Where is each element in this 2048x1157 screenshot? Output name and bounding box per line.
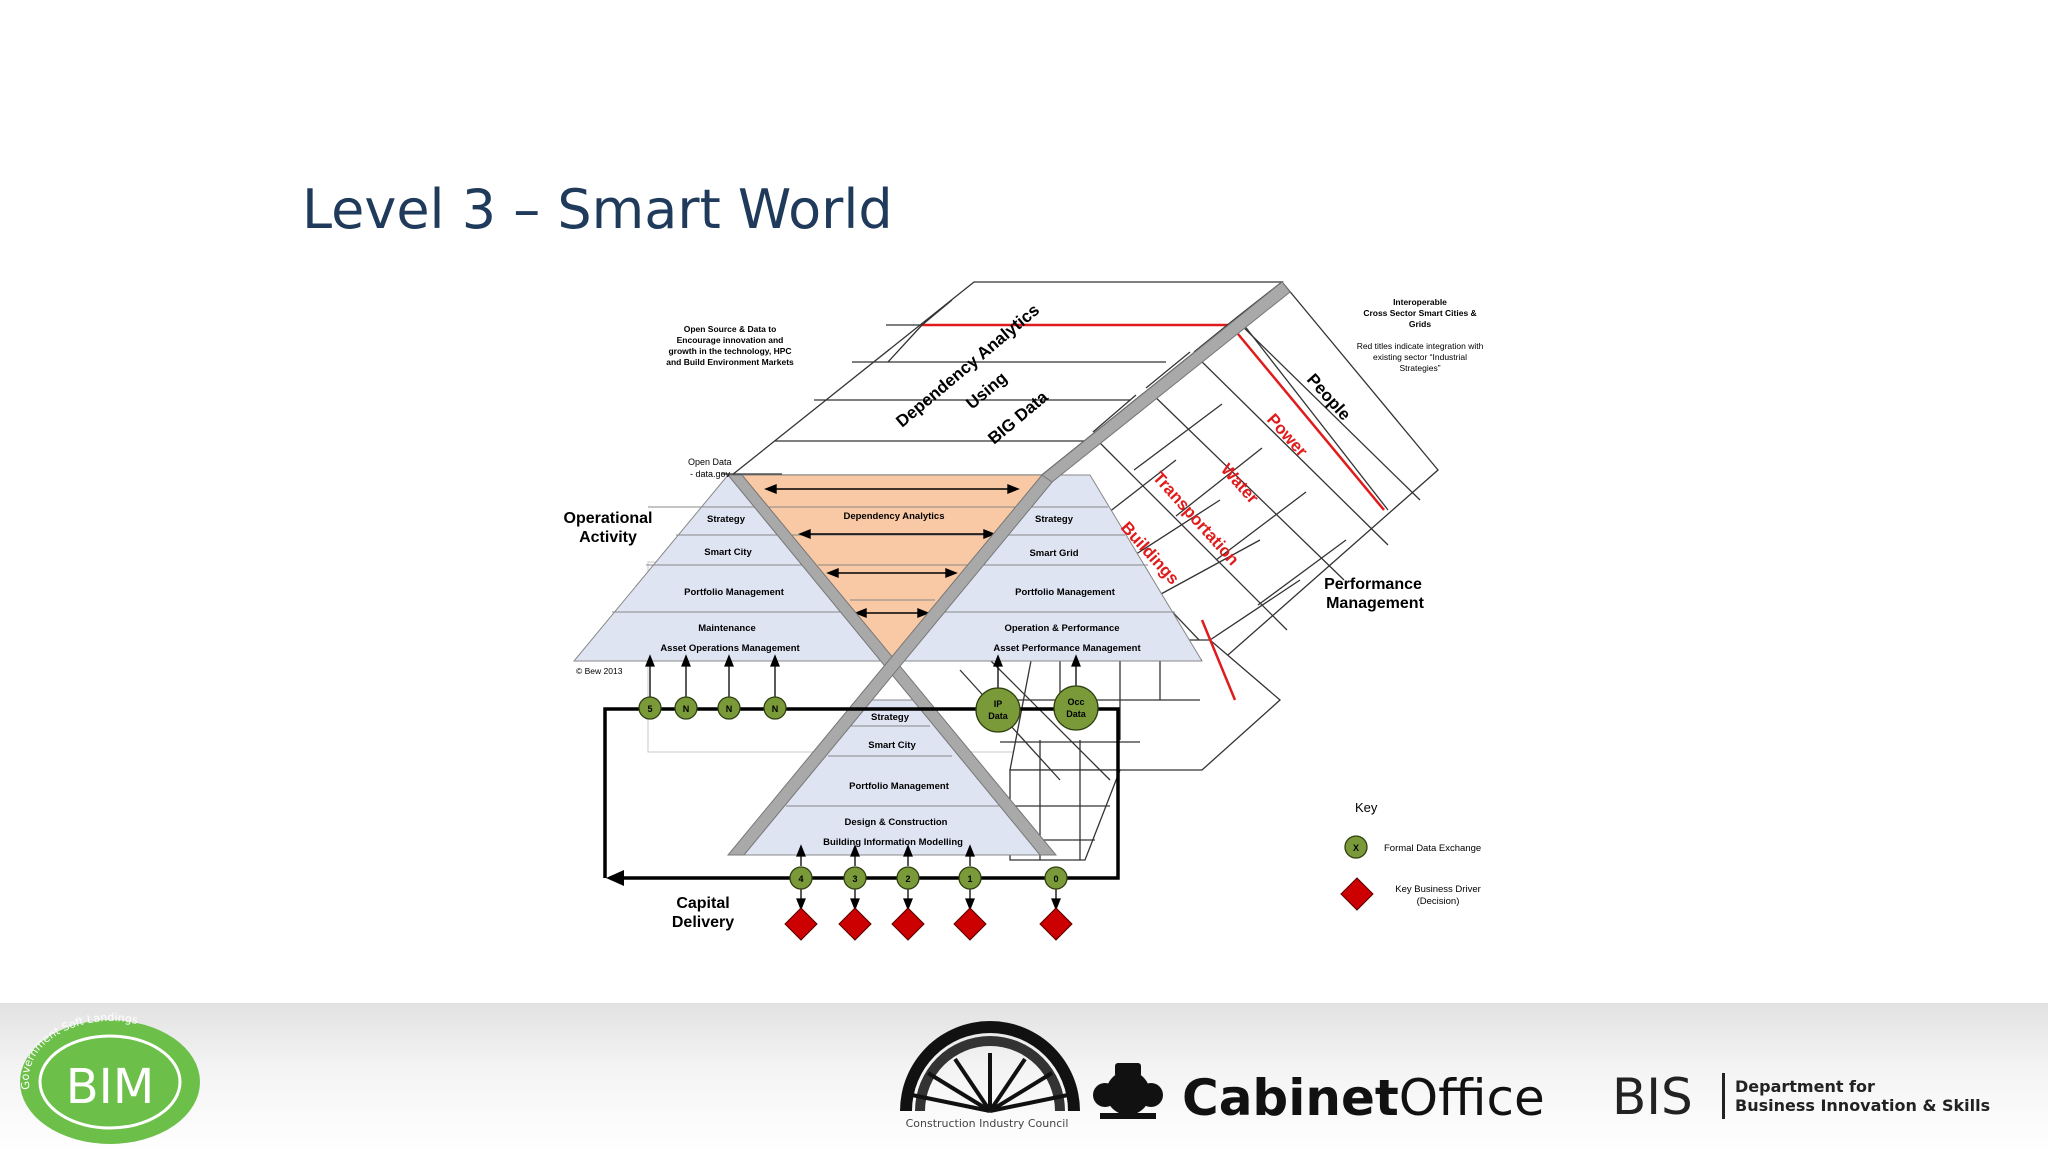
ip-data-label-2: Data [988,711,1009,721]
exchange-label-n3: N [772,704,779,714]
key-exchange-symbol-label: X [1353,843,1359,853]
business-driver-1 [953,907,987,941]
footer-logos: Government Soft Landings BIM Constructio… [19,1011,1990,1144]
key-exchange-symbol [1344,835,1368,859]
copyright-text: © Bew 2013 [576,666,623,676]
occ-data-node [1053,685,1099,731]
exchange-label-0: 0 [1053,874,1058,884]
right-pyramid-operation: Operation & Performance [1004,623,1119,634]
bottom-pyramid-design: Design & Construction [845,817,948,828]
bottom-exchanges: 4 3 2 1 0 [784,844,1073,941]
occ-data-label-2: Data [1066,709,1087,719]
key-driver-symbol [1340,877,1374,911]
footer-band: Government Soft Landings BIM Constructio… [0,1003,2048,1152]
right-pyramid-smart-grid: Smart Grid [1029,548,1078,559]
royal-crest-icon [1093,1063,1163,1119]
exchange-label-4: 4 [798,874,803,884]
right-pyramid-portfolio: Portfolio Management [1015,587,1116,598]
svg-text:Operational: Operational [564,510,653,527]
left-pyramid-asset-ops: Asset Operations Management [660,643,800,654]
bis-divider [1722,1073,1725,1119]
cic-logo: Construction Industry Council [900,1021,1080,1130]
exchange-label-5: 5 [647,704,652,714]
svg-text:Management: Management [1326,595,1424,612]
bis-logo-abbr: BIS [1612,1068,1693,1126]
open-source-note: Open Source & Data to Encourage innovati… [666,324,794,367]
svg-text:Red titles indicate integratio: Red titles indicate integration with [1357,341,1484,351]
exchange-node-0 [1044,866,1068,890]
svg-text:Grids: Grids [1409,319,1431,329]
bim-logo: Government Soft Landings BIM [19,1011,200,1144]
center-dependency-analytics: Dependency Analytics [843,511,944,522]
interoperable-note: Interoperable Cross Sector Smart Cities … [1363,297,1476,329]
open-data-note: Open Data - data.gov [688,457,732,479]
right-pyramid-asset-perf: Asset Performance Management [993,643,1141,654]
svg-text:Cross Sector Smart Cities &: Cross Sector Smart Cities & [1363,308,1476,318]
left-pyramid-strategy: Strategy [707,514,746,525]
right-pyramid-strategy: Strategy [1035,514,1074,525]
key-formal-exchange-text: Formal Data Exchange [1384,843,1481,854]
exchange-node-n3 [763,696,787,720]
business-driver-2 [891,907,925,941]
bottom-pyramid-bim: Building Information Modelling [823,837,963,848]
ip-data-label-1: IP [994,699,1003,709]
business-driver-4 [784,907,818,941]
svg-text:Capital: Capital [676,895,729,912]
exchange-node-n1 [674,696,698,720]
svg-text:Interoperable: Interoperable [1393,297,1447,307]
top-exchanges: 5 N N N IP Data Occ Data [638,654,1099,733]
business-driver-0 [1039,907,1073,941]
exchange-label-2: 2 [905,874,910,884]
svg-text:Performance: Performance [1324,576,1422,593]
business-driver-3 [838,907,872,941]
key-driver-text-2: (Decision) [1417,896,1460,907]
svg-text:Open Data: Open Data [688,457,732,467]
svg-text:Encourage innovation and: Encourage innovation and [677,335,784,345]
bottom-pyramid-portfolio: Portfolio Management [849,781,950,792]
key-title: Key [1355,800,1378,815]
slide-title: Level 3 – Smart World [302,178,893,241]
bottom-pyramid-strategy: Strategy [871,712,910,723]
cic-logo-text: Construction Industry Council [906,1117,1069,1130]
exchange-node-1 [958,866,982,890]
exchange-node-n2 [717,696,741,720]
diagram-key: Key X Formal Data Exchange Key Business … [1340,800,1481,911]
right-pyramid: Strategy Smart Grid Portfolio Management… [878,474,1203,662]
ip-data-node [975,687,1021,733]
svg-text:and Build Environment Markets: and Build Environment Markets [666,357,794,367]
key-driver-text-1: Key Business Driver [1395,884,1481,895]
svg-text:Delivery: Delivery [672,914,734,931]
exchange-node-3 [843,866,867,890]
svg-text:Activity: Activity [579,529,637,546]
exchange-label-n2: N [726,704,733,714]
bis-line-1: Department for [1735,1077,1875,1096]
operational-activity-label: Operational Activity [564,510,653,546]
svg-text:Strategies”: Strategies” [1399,363,1440,373]
occ-data-label-1: Occ [1067,697,1084,707]
exchange-node-4 [789,866,813,890]
flow-arrow-head [606,870,624,886]
svg-text:- data.gov: - data.gov [690,469,731,479]
smart-world-diagram: Strategy Smart City Portfolio Management… [564,281,1484,941]
flow-loop [603,707,1120,880]
svg-text:Open Source & Data to: Open Source & Data to [684,324,777,334]
red-titles-note: Red titles indicate integration with exi… [1357,341,1484,373]
left-pyramid-maintenance: Maintenance [698,623,756,634]
left-pyramid-smart-city: Smart City [704,547,752,558]
cabinet-office-logo: CabinetOffice [1182,1069,1545,1127]
svg-text:existing sector “Industrial: existing sector “Industrial [1373,352,1467,362]
exchange-node-2 [896,866,920,890]
performance-management-label: Performance Management [1324,576,1424,612]
exchange-node-5 [638,696,662,720]
bim-logo-text: BIM [66,1059,155,1115]
capital-delivery-label: Capital Delivery [672,895,734,931]
exchange-label-n1: N [683,704,690,714]
exchange-label-3: 3 [852,874,857,884]
bottom-pyramid-smart-city: Smart City [868,740,916,751]
svg-text:growth in the technology, HPC: growth in the technology, HPC [668,346,791,356]
bis-line-2: Business Innovation & Skills [1735,1096,1990,1115]
left-pyramid-portfolio: Portfolio Management [684,587,785,598]
diagonal-bars [726,281,1291,856]
exchange-label-1: 1 [967,874,972,884]
